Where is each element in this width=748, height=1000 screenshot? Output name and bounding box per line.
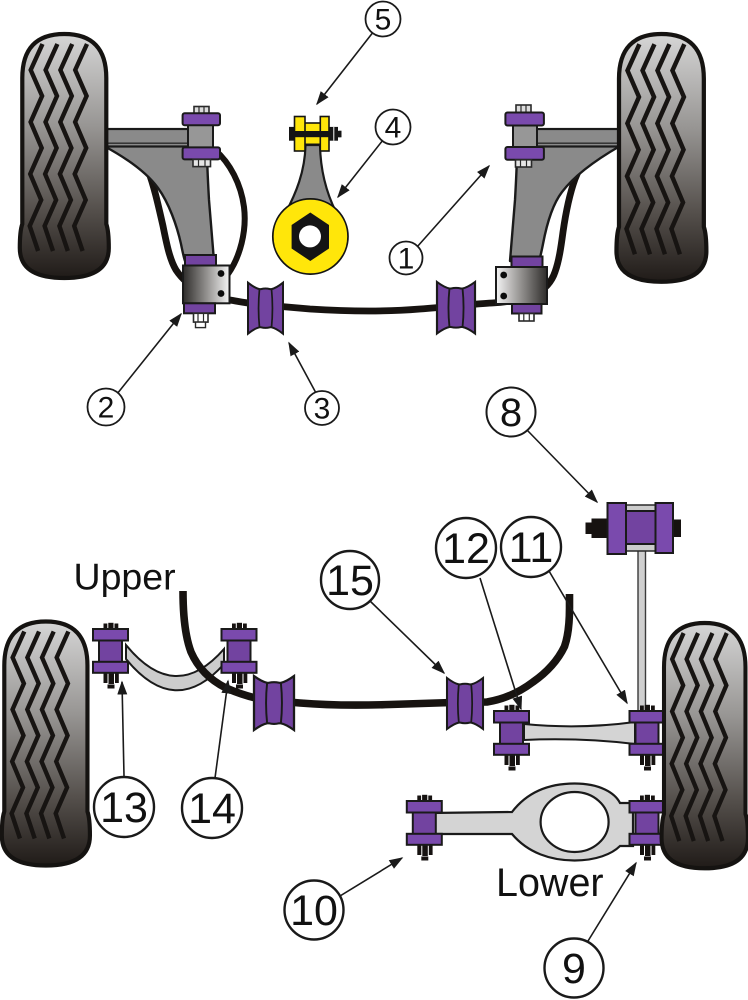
svg-text:2: 2 (98, 392, 115, 425)
svg-text:10: 10 (290, 887, 338, 935)
svg-text:8: 8 (500, 391, 522, 435)
svg-text:13: 13 (100, 784, 148, 832)
svg-text:14: 14 (188, 785, 236, 833)
svg-text:5: 5 (375, 4, 392, 37)
svg-text:1: 1 (398, 243, 415, 276)
svg-text:Lower: Lower (496, 861, 604, 905)
svg-text:12: 12 (442, 525, 490, 573)
svg-text:9: 9 (562, 945, 586, 993)
svg-text:Upper: Upper (74, 556, 176, 598)
svg-text:3: 3 (314, 393, 331, 426)
svg-text:4: 4 (385, 112, 402, 145)
svg-text:15: 15 (326, 557, 374, 605)
svg-text:11: 11 (509, 524, 554, 572)
